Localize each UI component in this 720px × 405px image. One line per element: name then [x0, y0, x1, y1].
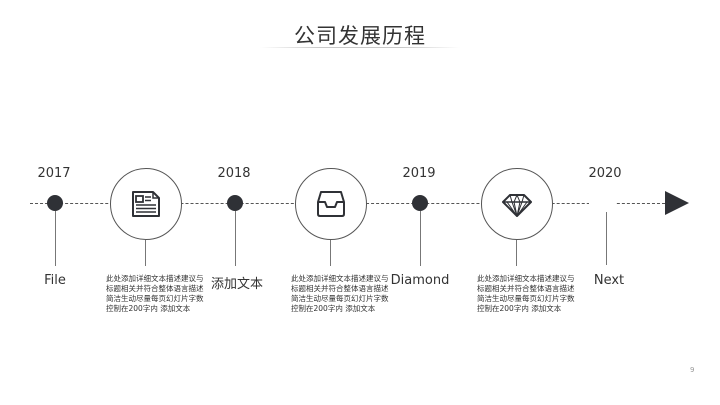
icon-circle-inbox	[295, 168, 367, 240]
title-underline	[260, 47, 460, 48]
milestone-year-2019: 2019	[402, 166, 436, 181]
milestone-dot	[227, 195, 243, 211]
milestone-label: Diamond	[390, 273, 450, 288]
milestone-connector	[235, 211, 236, 266]
slide-title: 公司发展历程	[294, 24, 426, 48]
icon-connector	[330, 240, 331, 266]
page-number: 9	[690, 366, 695, 374]
milestone-label: Next	[593, 273, 625, 288]
timeline-arrow-icon	[665, 191, 689, 215]
milestone-year-2020: 2020	[588, 166, 622, 181]
diamond-icon	[502, 193, 532, 217]
description-text: 此处添加详细文本描述建议与标题相关并符合整体语言描述简洁生动尽量每页幻灯片字数控…	[291, 274, 389, 313]
inbox-tray-icon	[317, 191, 345, 217]
milestone-dot	[412, 195, 428, 211]
milestone-dot	[47, 195, 63, 211]
milestone-connector	[55, 211, 56, 266]
timeline-gap	[589, 196, 615, 210]
milestone-year-2018: 2018	[217, 166, 251, 181]
milestone-label: 添加文本	[210, 277, 263, 292]
milestone-connector	[606, 212, 607, 265]
description-text: 此处添加详细文本描述建议与标题相关并符合整体语言描述简洁生动尽量每页幻灯片字数控…	[106, 274, 204, 313]
milestone-year-2017: 2017	[37, 166, 71, 181]
milestone-label: File	[44, 273, 66, 288]
icon-circle-diamond	[481, 168, 553, 240]
icon-connector	[516, 240, 517, 266]
document-icon	[132, 191, 160, 217]
icon-connector	[145, 240, 146, 266]
description-text: 此处添加详细文本描述建议与标题相关并符合整体语言描述简洁生动尽量每页幻灯片字数控…	[477, 274, 575, 313]
milestone-connector	[420, 211, 421, 266]
icon-circle-document	[110, 168, 182, 240]
